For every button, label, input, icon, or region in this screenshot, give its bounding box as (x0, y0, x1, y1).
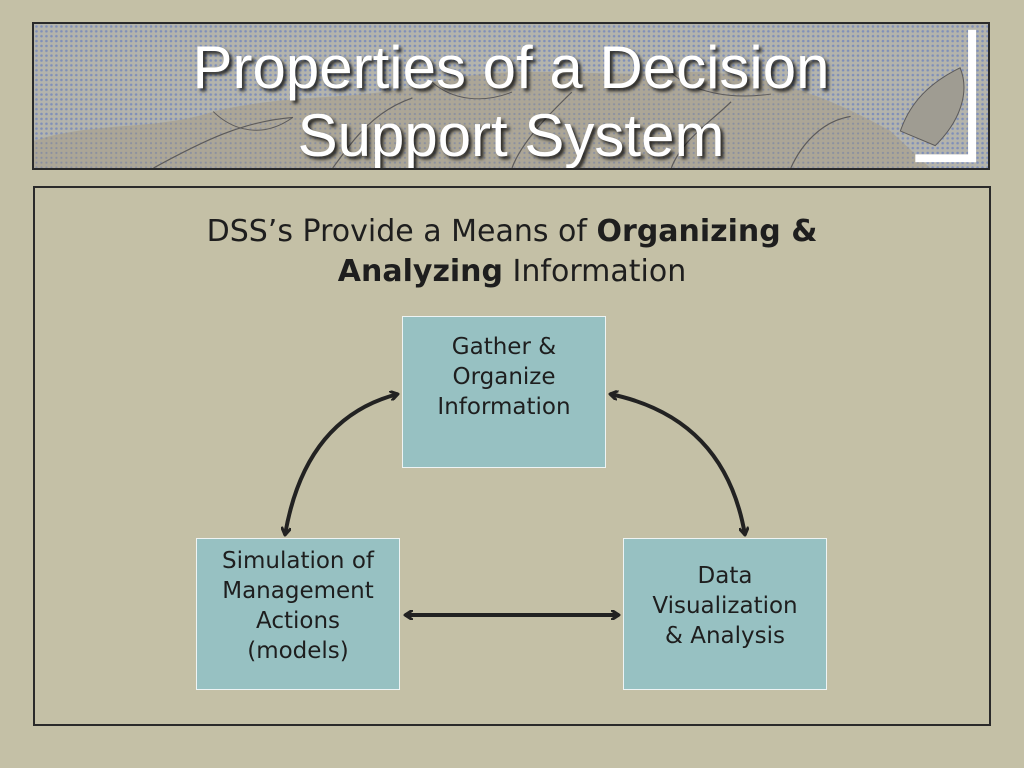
cycle-arrows (35, 188, 989, 724)
subtitle-bold-2: Analyzing (337, 254, 504, 289)
title-line-2: Support System (297, 102, 725, 169)
node-simulation-label: Simulation of Management Actions (models… (222, 548, 374, 664)
node-simulation-management-actions: Simulation of Management Actions (models… (196, 538, 400, 690)
title-line-1: Properties of a Decision (192, 34, 830, 101)
diagram-subtitle: DSS’s Provide a Means of Organizing & An… (35, 212, 989, 292)
title-banner: Properties of a Decision Support System (32, 22, 990, 170)
slide-title: Properties of a Decision Support System (34, 34, 988, 169)
arrow-gather-to-simulation (285, 394, 398, 535)
content-panel: DSS’s Provide a Means of Organizing & An… (33, 186, 991, 726)
node-data-label: Data Visualization & Analysis (652, 563, 798, 649)
subtitle-text-1: DSS’s Provide a Means of (206, 214, 597, 249)
subtitle-bold-1: Organizing & (596, 214, 818, 249)
node-data-visualization-analysis: Data Visualization & Analysis (623, 538, 827, 690)
node-gather-label: Gather & Organize Information (437, 334, 571, 420)
node-gather-organize-information: Gather & Organize Information (402, 316, 606, 468)
subtitle-text-2: Information (503, 254, 687, 289)
map-background-image (34, 24, 988, 168)
arrow-gather-to-data (610, 394, 745, 535)
